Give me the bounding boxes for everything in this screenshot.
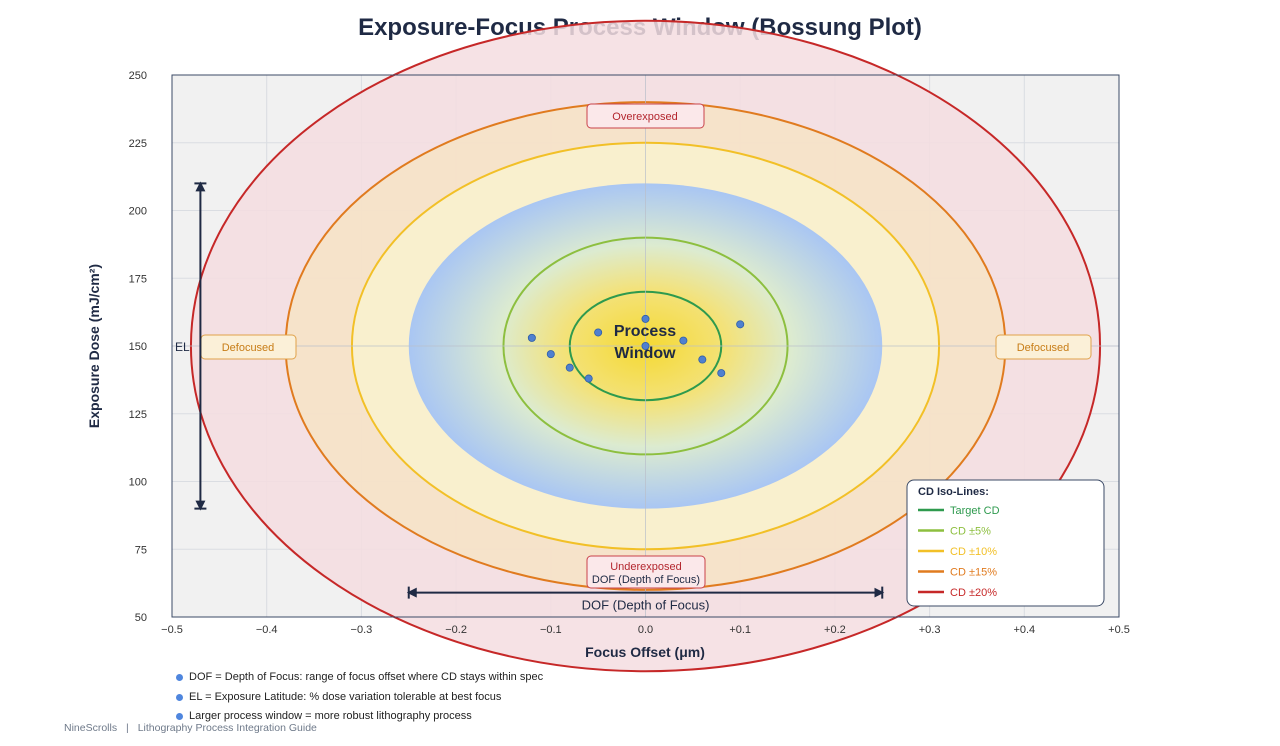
notes-list: DOF = Depth of Focus: range of focus off… bbox=[176, 668, 543, 727]
legend-item-label: CD ±10% bbox=[950, 546, 997, 558]
x-axis-label: Focus Offset (μm) bbox=[585, 644, 705, 660]
y-tick-label: 250 bbox=[129, 70, 147, 82]
y-axis-label: Exposure Dose (mJ/cm²) bbox=[86, 264, 102, 428]
svg-text:Underexposed: Underexposed bbox=[610, 561, 682, 573]
x-tick-label: −0.3 bbox=[351, 624, 373, 636]
overexposed-annotation: Overexposed bbox=[586, 103, 705, 129]
legend-item-label: Target CD bbox=[950, 505, 1000, 517]
y-tick-label: 125 bbox=[129, 409, 147, 421]
data-point bbox=[565, 363, 574, 372]
note-text: DOF = Depth of Focus: range of focus off… bbox=[189, 671, 544, 683]
x-tick-label: +0.4 bbox=[1013, 624, 1035, 636]
y-tick-label: 100 bbox=[129, 477, 147, 489]
footer-separator: | bbox=[126, 722, 129, 734]
note-dof: DOF = Depth of Focus: range of focus off… bbox=[176, 668, 543, 688]
x-tick-label: +0.2 bbox=[824, 624, 846, 636]
x-tick-label: −0.4 bbox=[256, 624, 278, 636]
x-tick-label: 0.0 bbox=[638, 624, 653, 636]
data-points bbox=[527, 314, 745, 383]
svg-text:DOF (Depth of Focus): DOF (Depth of Focus) bbox=[592, 574, 700, 586]
legend-item-label: CD ±15% bbox=[950, 567, 997, 579]
svg-text:Overexposed: Overexposed bbox=[612, 111, 677, 123]
y-axis-ticks: 50 75 100 125 150 175 200 225 250 bbox=[129, 70, 147, 624]
data-point bbox=[527, 333, 536, 342]
data-point bbox=[546, 350, 555, 359]
y-tick-label: 150 bbox=[129, 341, 147, 353]
plot-frame bbox=[171, 74, 1120, 618]
y-tick-label: 75 bbox=[135, 544, 147, 556]
bullet-icon bbox=[176, 674, 183, 682]
legend-item-label: CD ±20% bbox=[950, 587, 997, 599]
underexposed-annotation: Underexposed DOF (Depth of Focus) bbox=[586, 555, 706, 589]
note-window: Larger process window = more robust lith… bbox=[176, 707, 543, 727]
x-tick-label: +0.3 bbox=[919, 624, 941, 636]
data-point bbox=[594, 328, 603, 337]
footer-brand: NineScrolls bbox=[64, 722, 118, 734]
defocused-right-annotation: Defocused bbox=[995, 334, 1092, 360]
x-tick-label: +0.5 bbox=[1108, 624, 1130, 636]
data-point bbox=[584, 374, 593, 383]
dof-arrow-label: DOF (Depth of Focus) bbox=[582, 598, 710, 613]
x-axis-ticks: −0.5 −0.4 −0.3 −0.2 −0.1 0.0 +0.1 +0.2 +0.3 +0.4 +… bbox=[161, 182, 1130, 636]
note-text: EL = Exposure Latitude: % dose variation… bbox=[189, 690, 502, 703]
note-text: Larger process window = more robust lith… bbox=[189, 710, 472, 722]
data-point bbox=[698, 355, 707, 364]
svg-text:Defocused: Defocused bbox=[1017, 342, 1070, 354]
y-tick-label: 50 bbox=[135, 612, 147, 624]
el-label: EL bbox=[175, 340, 190, 354]
process-window-label-2: Window bbox=[614, 345, 676, 362]
bullet-icon bbox=[176, 713, 183, 721]
iso-line-regions bbox=[189, 19, 1102, 673]
y-tick-label: 200 bbox=[129, 206, 147, 218]
x-tick-label: −0.5 bbox=[161, 624, 183, 636]
x-tick-label: −0.1 bbox=[540, 624, 562, 636]
data-point bbox=[736, 320, 745, 329]
x-tick-label: −0.2 bbox=[445, 624, 467, 636]
y-tick-label: 175 bbox=[129, 273, 147, 285]
x-tick-label: +0.1 bbox=[729, 624, 751, 636]
svg-text:Defocused: Defocused bbox=[222, 342, 275, 354]
y-tick-label: 225 bbox=[129, 138, 147, 150]
footer-text: Lithography Process Integration Guide bbox=[137, 722, 317, 734]
footer: NineScrolls | Lithography Process Integr… bbox=[64, 722, 317, 734]
legend-item-label: CD ±5% bbox=[950, 526, 991, 538]
data-point bbox=[717, 369, 726, 378]
data-point bbox=[641, 314, 650, 323]
process-window-label: Process bbox=[614, 323, 676, 340]
legend-title: CD Iso-Lines: bbox=[918, 486, 989, 498]
data-point bbox=[679, 336, 688, 345]
legend: CD Iso-Lines: Target CD CD ±5% CD ±10% CD ±… bbox=[906, 479, 1105, 607]
note-el: EL = Exposure Latitude: % dose variation… bbox=[176, 688, 543, 708]
bullet-icon bbox=[176, 693, 183, 701]
data-point bbox=[641, 341, 650, 350]
defocused-left-annotation: Defocused bbox=[200, 334, 297, 360]
